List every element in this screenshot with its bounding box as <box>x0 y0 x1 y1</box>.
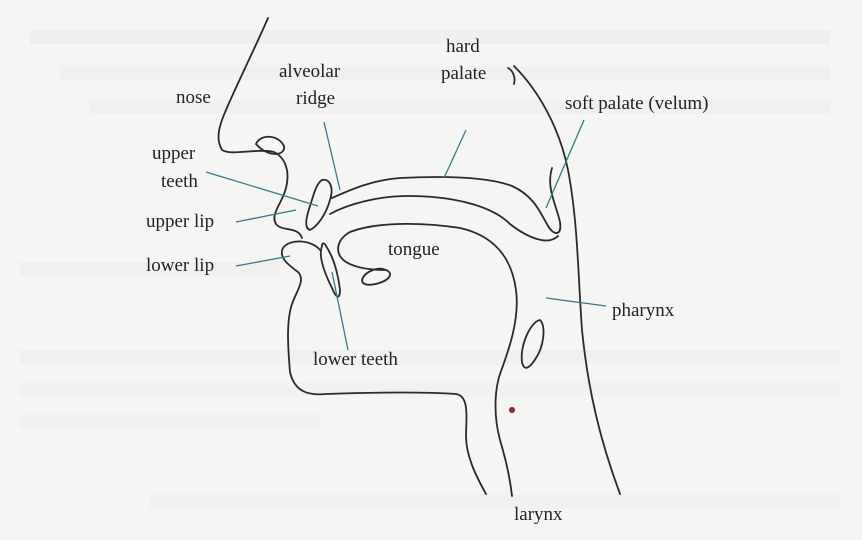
label-upper-teeth-line1: upper <box>152 143 196 164</box>
oral-cavity-roof-outline <box>330 196 558 240</box>
label-lower-lip: lower lip <box>146 255 214 276</box>
label-soft-palate: soft palate (velum) <box>565 93 709 114</box>
pharynx-back-wall-outline <box>514 66 620 494</box>
face-profile-upper-outline <box>219 18 302 238</box>
hard-palate-leader <box>444 130 466 178</box>
upper-lip-leader <box>236 210 296 222</box>
lower-teeth-outline <box>321 243 340 296</box>
label-larynx: larynx <box>514 504 563 525</box>
upper-teeth-outline <box>306 180 331 230</box>
label-tongue: tongue <box>388 239 440 260</box>
label-nose: nose <box>176 87 211 108</box>
upper-teeth-leader <box>206 172 318 206</box>
label-pharynx: pharynx <box>612 300 675 321</box>
label-lower-teeth: lower teeth <box>313 349 398 370</box>
label-alveolar-ridge-line2: ridge <box>296 88 335 109</box>
label-upper-lip: upper lip <box>146 211 214 232</box>
label-hard-palate-line2: palate <box>441 63 486 84</box>
label-upper-teeth-line2: teeth <box>161 171 198 192</box>
soft-palate-leader <box>546 120 584 208</box>
label-alveolar-ridge-line1: alveolar <box>279 61 341 82</box>
tongue-tip-outline <box>362 269 390 285</box>
label-hard-palate-line1: hard <box>446 36 480 57</box>
ink-fleck <box>509 407 515 413</box>
pharynx-leader <box>546 298 606 306</box>
background-bleed-through <box>20 30 840 508</box>
